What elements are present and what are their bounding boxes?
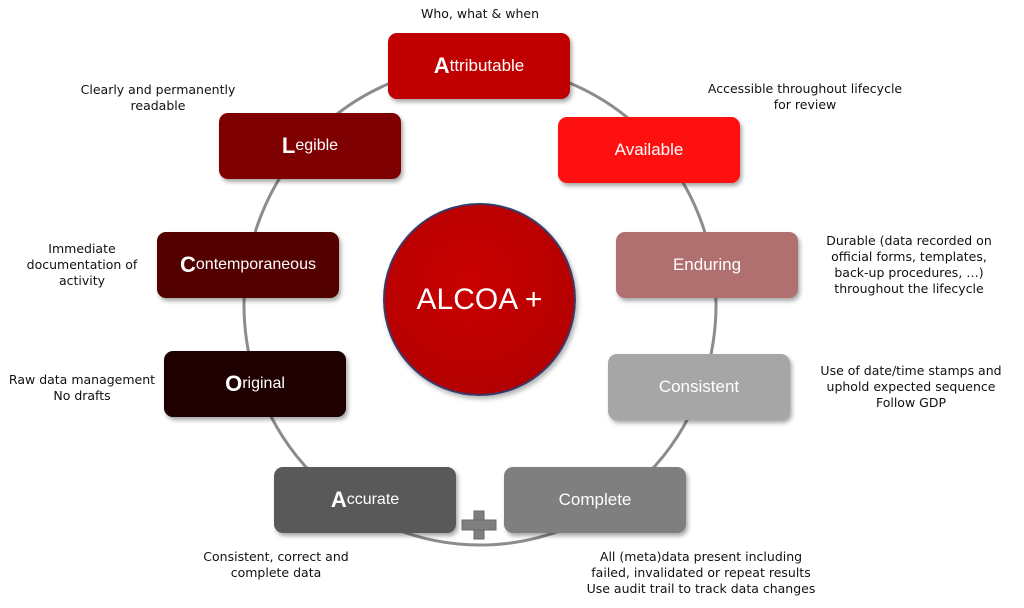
note-line: for review: [773, 97, 837, 112]
note-line: Immediate: [48, 241, 116, 256]
center-circle: ALCOA +: [383, 203, 576, 396]
principle-complete: Complete: [504, 467, 686, 533]
note-line: All (meta)data present including: [599, 549, 803, 564]
note-line: activity: [58, 273, 106, 288]
note-line: Who, what & when: [420, 6, 540, 21]
note-line: readable: [130, 98, 186, 113]
note-line: Clearly and permanently: [80, 82, 236, 97]
principle-label: riginal: [242, 375, 285, 392]
center-label: ALCOA +: [416, 282, 543, 316]
principle-label: Enduring: [672, 255, 742, 274]
principle-consistent: Consistent: [608, 354, 790, 420]
note-line: Durable (data recorded on: [826, 233, 992, 248]
principle-label: Complete: [558, 490, 632, 509]
principle-label: ontemporaneous: [195, 256, 316, 273]
note-enduring: Durable (data recorded on official forms…: [806, 233, 1012, 297]
note-original: Raw data management No drafts: [2, 372, 162, 404]
note-line: documentation of: [26, 257, 138, 272]
note-line: Follow GDP: [875, 395, 947, 410]
note-line: official forms, templates,: [831, 249, 987, 264]
note-line: Raw data management: [8, 372, 156, 387]
principle-initial: A: [433, 53, 450, 78]
note-line: failed, invalidated or repeat results: [591, 565, 811, 580]
principle-label: Available: [614, 140, 684, 159]
principle-label: ttributable: [449, 56, 525, 75]
note-line: Use of date/time stamps and: [820, 363, 1002, 378]
note-contemporaneous: Immediate documentation of activity: [18, 241, 146, 289]
principle-enduring: Enduring: [616, 232, 798, 298]
principle-label: Consistent: [658, 377, 740, 396]
plus-icon: [461, 510, 497, 540]
note-accurate: Consistent, correct and complete data: [186, 549, 366, 581]
note-line: throughout the lifecycle: [834, 281, 984, 296]
note-available: Accessible throughout lifecycle for revi…: [690, 81, 920, 113]
note-line: Accessible throughout lifecycle: [707, 81, 903, 96]
note-line: Consistent, correct and: [203, 549, 349, 564]
note-attributable: Who, what & when: [400, 6, 560, 22]
note-line: complete data: [230, 565, 322, 580]
note-line: Use audit trail to track data changes: [586, 581, 816, 596]
principle-initial: O: [225, 371, 243, 396]
principle-label: egible: [295, 137, 339, 154]
note-line: uphold expected sequence: [826, 379, 996, 394]
note-line: back-up procedures, …): [834, 265, 984, 280]
principle-initial: C: [180, 252, 196, 277]
note-consistent: Use of date/time stamps and uphold expec…: [804, 363, 1018, 411]
principle-initial: L: [281, 133, 296, 158]
note-line: No drafts: [53, 388, 111, 403]
principle-label: ccurate: [346, 491, 400, 508]
principle-initial: A: [330, 487, 347, 512]
note-complete: All (meta)data present including failed,…: [566, 549, 836, 597]
principle-available: Available: [558, 117, 740, 183]
note-legible: Clearly and permanently readable: [70, 82, 246, 114]
